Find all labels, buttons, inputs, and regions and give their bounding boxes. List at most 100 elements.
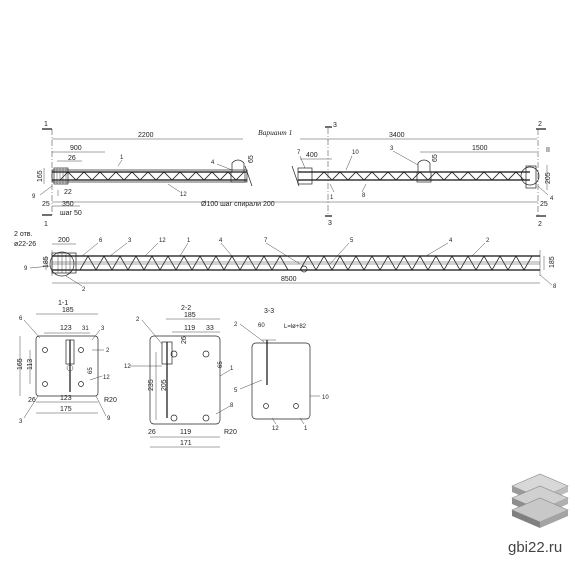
s3-pos-12: 12 [272, 426, 279, 432]
dim-2200: 2200 [138, 132, 154, 139]
dim-65-left: 65 [248, 155, 255, 163]
s2-dim-235: 235 [148, 379, 155, 391]
watermark: gbi22.ru [508, 539, 562, 556]
s3-dim-60: 60 [258, 323, 265, 329]
holes-label: 2 отв. [14, 231, 33, 238]
s1-dim-185: 185 [62, 307, 74, 314]
s2-dim-69: 65 [218, 361, 224, 368]
s2-pos-12: 12 [124, 364, 131, 370]
section-mark-2-top: 2 [538, 121, 542, 128]
dim-25-right: 25 [540, 201, 548, 208]
dim-185-left: 185 [43, 256, 50, 268]
pos-1c: 1 [187, 238, 191, 244]
section-mark-1-bottom: 1 [44, 221, 48, 228]
s1-pos-9: 9 [107, 416, 111, 422]
section-1-title: 1-1 [58, 300, 68, 307]
s1-pos-3: 3 [101, 326, 105, 332]
s2-dim-26-left: 26 [181, 336, 188, 344]
pos-9b: 9 [24, 266, 28, 272]
s2-dim-171: 171 [180, 440, 192, 447]
section-mark-3-bottom: 3 [328, 220, 332, 227]
dim-25-left: 25 [42, 201, 50, 208]
dim-65-right: 65 [432, 154, 439, 162]
s2-dim-185: 185 [184, 312, 196, 319]
dim-165: 165 [37, 170, 44, 182]
s3-note: L=lø+82 [284, 324, 307, 330]
pos-2: 2 [486, 238, 490, 244]
section-2-title: 2-2 [181, 305, 191, 312]
s1-pos-2: 2 [106, 348, 110, 354]
s1-dim-123-top: 123 [60, 325, 72, 332]
s2-dim-119-bottom: 119 [180, 429, 191, 436]
pos-7: 7 [297, 150, 301, 156]
pos-3: 3 [390, 146, 394, 152]
pos-7b: 7 [264, 238, 268, 244]
section-3-title: 3-3 [264, 308, 274, 315]
s1-r20: R20 [104, 397, 117, 404]
dim-26: 26 [68, 155, 76, 162]
s3-pos-10: 10 [322, 395, 329, 401]
s1-dim-113: 113 [27, 359, 34, 370]
pos-8: 8 [362, 193, 366, 199]
s2-pos-2: 2 [136, 317, 140, 323]
pos-12: 12 [180, 192, 187, 198]
pos-4c: 4 [219, 238, 223, 244]
dim-900: 900 [70, 145, 82, 152]
s2-r20: R20 [224, 429, 237, 436]
s1-pos-6: 6 [19, 316, 23, 322]
pos-4: 4 [211, 160, 215, 166]
section-3-3: 3-3 60 L=lø+82 2 5 10 12 1 [234, 308, 329, 432]
variant-label: Вариант 1 [258, 128, 292, 137]
dim-22: 22 [64, 189, 72, 196]
pos-4d: 4 [449, 238, 453, 244]
s2-pos-8: 8 [230, 403, 234, 409]
s2-dim-26-bottom: 26 [148, 429, 156, 436]
pos-2b: 2 [82, 287, 86, 293]
s1-dim-26: 26 [28, 397, 36, 404]
s2-dim-205: 205 [161, 379, 168, 391]
dim-3400: 3400 [389, 132, 405, 139]
pos-3b: 3 [128, 238, 132, 244]
dim-400: 400 [306, 152, 318, 159]
s3-pos-1: 1 [304, 426, 308, 432]
pos-9: 9 [32, 194, 36, 200]
pos-5: 5 [350, 238, 354, 244]
s1-pos-12: 12 [103, 375, 110, 381]
dim-8500: 8500 [281, 276, 297, 283]
pos-4b: 4 [550, 196, 554, 202]
s1-dim-175: 175 [60, 406, 72, 413]
pos-10: 10 [352, 150, 359, 156]
s1-dim-165: 165 [17, 358, 24, 370]
s3-pos-2: 2 [234, 322, 238, 328]
pos-1: 1 [120, 155, 124, 161]
node-mark-II: II [546, 147, 550, 154]
site-logo-icon [511, 473, 569, 528]
pos-6: 6 [99, 238, 103, 244]
pos-8b: 8 [553, 284, 557, 290]
s1-pos-3b: 3 [19, 419, 23, 425]
pos-12b: 12 [159, 238, 166, 244]
dim-1500: 1500 [472, 145, 488, 152]
s1-dim-31: 31 [82, 326, 89, 332]
holes-size: ø22-26 [14, 241, 36, 248]
pos-1b: 1 [330, 195, 334, 201]
dim-350: 350 [62, 201, 74, 208]
section-mark-1-top: 1 [44, 121, 48, 128]
section-mark-2-bottom: 2 [538, 221, 542, 228]
dim-185-right: 185 [549, 256, 556, 268]
section-mark-3-top: 3 [333, 122, 337, 129]
section-1-1: 1-1 185 123 31 165 113 65 123 26 175 R20… [17, 300, 117, 425]
step-50: шаг 50 [60, 210, 82, 217]
bottom-elevation: 2 отв. ø22-26 200 185 185 8500 6 3 12 1 [14, 231, 557, 293]
s1-dim-123-bottom: 123 [60, 395, 72, 402]
top-elevation: 1 1 2200 Вариант 1 3400 900 400 1500 26 … [32, 121, 554, 228]
s3-pos-5: 5 [234, 388, 238, 394]
s2-pos-1: 1 [230, 366, 234, 372]
section-2-2: 2-2 185 119 33 26 235 205 65 119 26 171 … [124, 305, 237, 448]
dim-200: 200 [58, 237, 70, 244]
s2-dim-33: 33 [206, 325, 214, 332]
spiral-note: Ø100 шаг спирали 200 [201, 201, 275, 208]
s1-dim-65: 65 [88, 367, 94, 374]
s2-dim-119-top: 119 [184, 325, 195, 332]
